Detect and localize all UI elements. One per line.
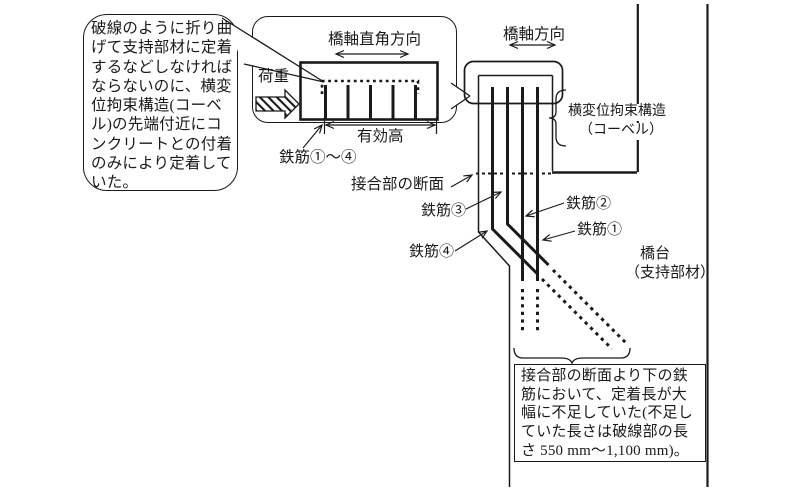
perpendicular-direction-label: 橋軸直角方向 [328,31,422,48]
corbel-label-line1: 横変位拘束構造 [566,104,668,121]
left-callout-line: ならないのに、横変 [91,77,232,95]
dashed-region-brace [513,347,631,365]
load-label: 荷重 [258,68,290,85]
joint-section-leader [450,174,474,188]
left-callout-line: 位拘束構造(コーベ [91,97,222,115]
rebar3-leader [465,191,503,210]
left-callout-line: のみにより定着して [91,155,232,173]
corbel-outline [463,60,564,105]
effective-depth-label: 有効高 [357,128,404,145]
bottom-note-line: さ 550 mm～1,100 mm)。 [521,442,689,459]
left-callout-line: いた。 [91,174,139,192]
rebar2-leader [524,202,565,218]
rebar1-leader [541,230,576,242]
rebar4-line [491,87,539,276]
bottom-note-line: 筋において、定着長が大 [521,386,688,403]
left-callout-text: 破線のように折り曲 げて支持部材に定着 するなどしなければ ならないのに、横変 … [91,19,232,193]
bottom-note-text: 接合部の断面より下の鉄 筋において、定着長が大 幅に不足していた(不足し ていた… [521,367,693,461]
joint-section-label: 接合部の断面 [351,176,445,193]
leader-lines [450,174,576,252]
rebar-range-leader [302,123,323,149]
corbel-label-line2: （コーベル） [577,123,665,140]
rebar3-line [506,87,550,267]
left-callout-bubble [83,14,238,191]
left-callout-line: ンクリートとの付着 [91,135,233,153]
left-callout-line: げて支持部材に定着 [91,39,233,57]
bridge-axis-label: 橋軸方向 [503,26,566,43]
bottom-note-line: 幅に不足していた(不足し [521,405,693,422]
rebar2-label: 鉄筋② [566,196,612,212]
abutment-label-line1: 橋台 [640,246,671,262]
rebar3-label: 鉄筋③ [421,203,467,219]
rebar4-leader [454,230,489,252]
bottom-note-line: ていた長さは破線部の長 [521,424,689,441]
rebar-range-label: 鉄筋①～④ [279,149,357,166]
left-callout-line: ル)の先端付近にコ [91,116,222,134]
bottom-note-line: 接合部の断面より下の鉄 [521,368,688,384]
abutment-label-line2: （支持部材） [625,265,716,281]
rebar1-label: 鉄筋① [577,222,623,238]
left-callout-line: するなどしなければ [91,58,233,76]
corbel-brace [548,89,567,147]
left-callout-line: 破線のように折り曲 [91,20,233,37]
missing-anchorage-dashed-lines [521,268,628,351]
rebar4-label: 鉄筋④ [409,244,455,260]
